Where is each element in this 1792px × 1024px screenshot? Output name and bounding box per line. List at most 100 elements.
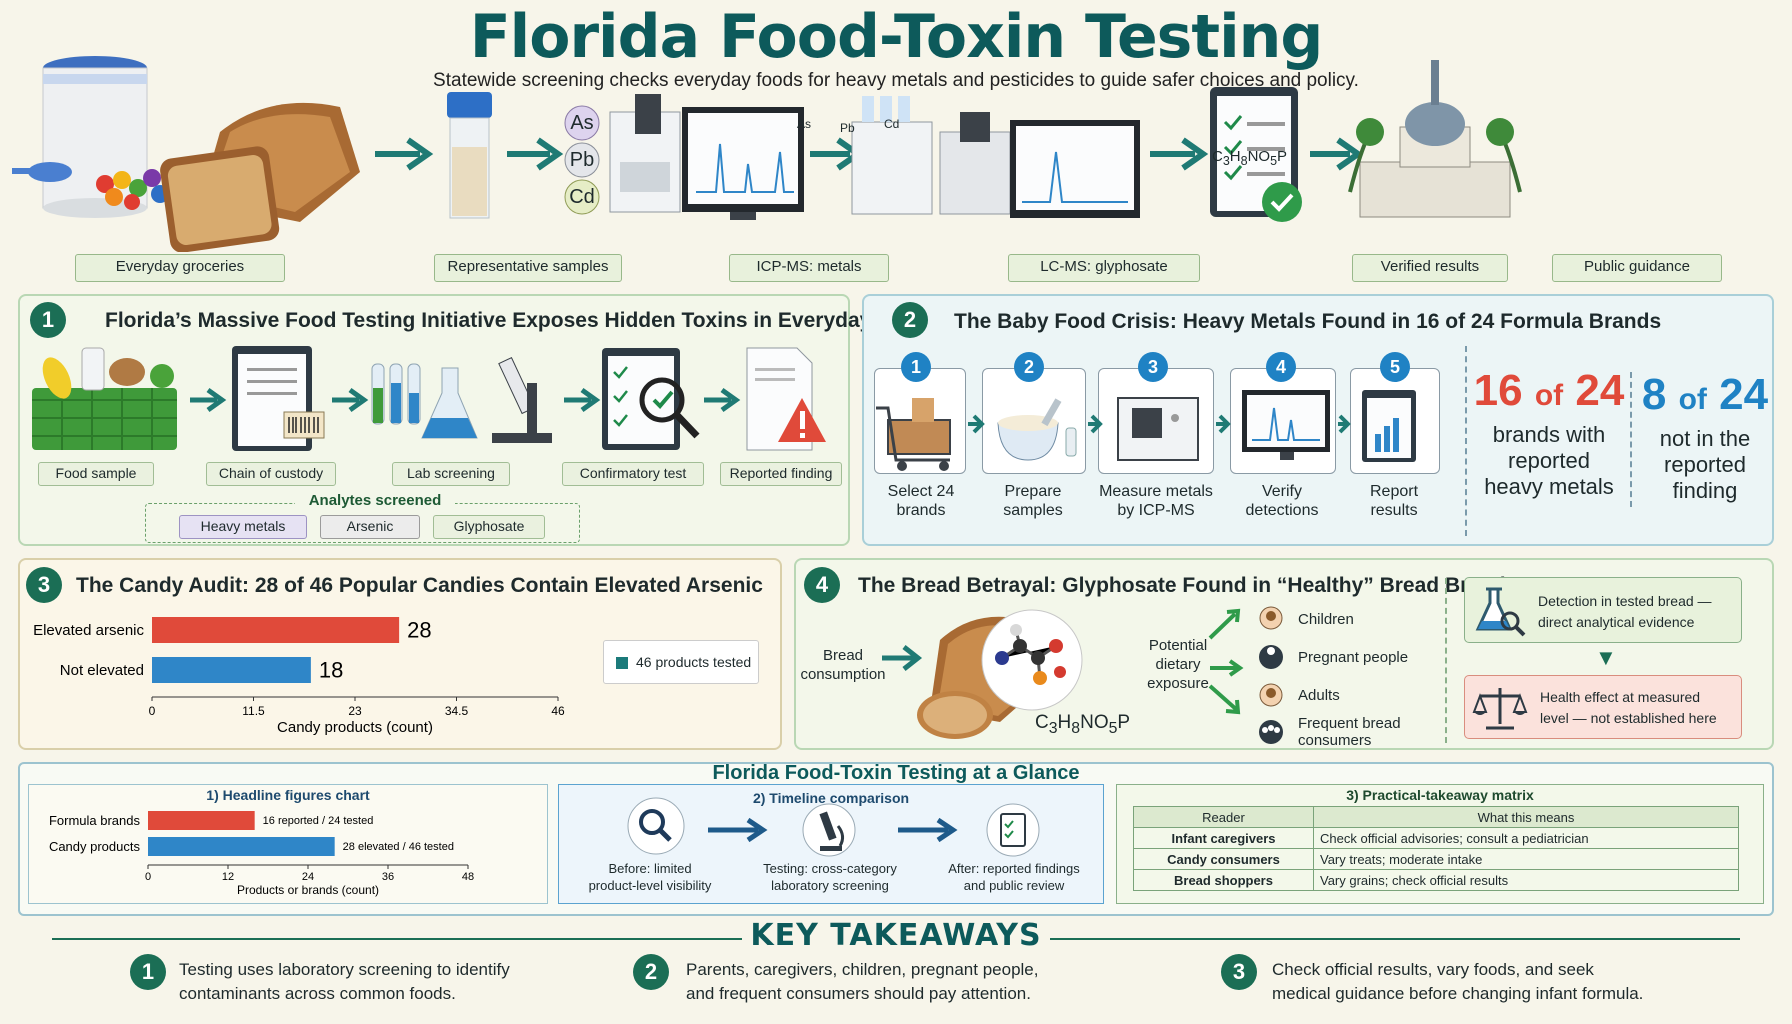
arrow-icon: [898, 817, 958, 843]
stat2-total: 24: [1719, 370, 1769, 419]
p1-step-confirmatory-test: Confirmatory test: [562, 462, 704, 486]
grocery-basket-icon: [32, 347, 177, 450]
verified-clipboard-icon: [1210, 87, 1302, 222]
stat2-of: of: [1678, 383, 1707, 416]
glyphosate-formula-monitor: C3H8NO5P: [1212, 148, 1288, 168]
child-icon: [1259, 606, 1283, 630]
p2-divider-2: [1630, 372, 1632, 507]
arrow-icon: [1150, 137, 1209, 171]
formula-bowl-icon: [997, 398, 1077, 461]
arrow-icon: [190, 387, 227, 413]
category-label: Candy products: [49, 839, 141, 854]
x-tick-label: 48: [462, 871, 474, 883]
arrow-icon: [1216, 414, 1231, 434]
flask-magnifier-icon: [1475, 587, 1526, 637]
takeaway-3: Check official results, vary foods, and …: [1272, 960, 1644, 1003]
adult-icon: [1259, 683, 1283, 707]
matrix-meaning: Check official advisories; consult a ped…: [1313, 827, 1739, 849]
report-clipboard-icon: [1362, 390, 1416, 462]
bar-value-label: 28: [407, 617, 431, 642]
stage-public-guidance: Public guidance: [1552, 254, 1722, 282]
p2-step-num-2: 2: [1014, 352, 1044, 382]
candy-legend: 46 products tested: [603, 640, 759, 684]
panel-2-number: 2: [892, 302, 928, 338]
x-tick-label: 36: [382, 871, 394, 883]
process-flow-illustration: [12, 56, 1522, 252]
matrix-meaning: Vary grains; check official results: [1313, 869, 1739, 891]
bar-value-label: 16 reported / 24 tested: [263, 815, 374, 827]
category-label: Not elevated: [60, 662, 144, 679]
icp-ms-machine-icon: [1117, 397, 1199, 461]
x-tick-label: 34.5: [445, 704, 469, 718]
page-title: Florida Food-Toxin Testing: [469, 2, 1324, 72]
timeline-illustration: [627, 797, 1040, 857]
x-axis-label: Products or brands (count): [237, 883, 379, 897]
measuring-scoop-icon: [12, 162, 72, 182]
x-tick-label: 24: [302, 871, 314, 883]
takeaways-rule-left: [52, 938, 742, 940]
element-as: As: [570, 112, 594, 134]
stat-8-of-24: 8 of 24: [1634, 370, 1776, 420]
spectrum-label-pb: Pb: [840, 121, 855, 135]
p2-step-num-1: 1: [901, 352, 931, 382]
p1-step-chain-of-custody: Chain of custody: [206, 462, 336, 486]
panel-2-title: The Baby Food Crisis: Heavy Metals Found…: [954, 310, 1662, 333]
matrix-reader: Infant caregivers: [1133, 827, 1314, 849]
arrow-icon: [704, 387, 741, 413]
p2-divider: [1465, 346, 1467, 536]
matrix-meaning: Vary treats; moderate intake: [1313, 848, 1739, 870]
matrix-reader: Candy consumers: [1133, 848, 1314, 870]
analyte-glyphosate: Glyphosate: [433, 515, 545, 539]
stat-16-of-24: 16 of 24: [1470, 366, 1628, 416]
matrix-title: 3) Practical-takeaway matrix: [1346, 787, 1534, 803]
lc-ms-instrument-icon: [851, 96, 1011, 215]
bread-loaf-icon: [160, 102, 360, 252]
group-children: Children: [1298, 611, 1354, 628]
shopping-cart-icon: [876, 398, 951, 471]
bar: [152, 657, 311, 683]
takeaway-number-2: 2: [633, 954, 669, 990]
evidence-text: Detection in tested bread —direct analyt…: [1538, 593, 1712, 630]
arrow-icon: [507, 137, 564, 171]
arrow-icon: [810, 137, 864, 171]
arrow-icon: [882, 645, 923, 671]
p1-step-food-sample: Food sample: [38, 462, 154, 486]
x-tick-label: 0: [149, 704, 156, 718]
x-axis-label: Candy products (count): [277, 719, 433, 736]
p4-divider: [1445, 578, 1447, 743]
takeaway-matrix: Reader What this means Infant caregivers…: [1133, 806, 1739, 891]
stage-representative-samples: Representative samples: [434, 254, 622, 282]
element-badges: [564, 105, 600, 215]
panel-1-number: 1: [30, 302, 66, 338]
element-pb: Pb: [569, 149, 595, 171]
x-tick-label: 46: [551, 704, 565, 718]
evidence-box: [1464, 577, 1742, 643]
bread-exposure-illustration: [882, 608, 1244, 739]
x-tick-label: 23: [348, 704, 362, 718]
takeaway-2: Parents, caregivers, children, pregnant …: [686, 960, 1039, 1003]
p2-step-num-4: 4: [1266, 352, 1296, 382]
detection-monitor-icon: [1242, 390, 1330, 460]
report-clipboard-icon: [986, 803, 1040, 857]
capitol-building-icon: [1348, 60, 1522, 218]
element-cd: Cd: [569, 186, 595, 208]
microscope-icon: [492, 357, 552, 443]
takeaway-1: Testing uses laboratory screening to ide…: [179, 960, 510, 1003]
group-pregnant-people: Pregnant people: [1298, 649, 1409, 666]
chromatogram-monitor-icon: [1010, 120, 1140, 218]
legend-swatch: [616, 657, 628, 669]
panel-1-steps-illustration: [32, 346, 826, 451]
bar-value-label: 18: [319, 657, 343, 682]
exposure-arrows: [1208, 608, 1244, 715]
candy-legend-label: 46 products tested: [636, 654, 752, 670]
glyphosate-molecule-icon: [981, 609, 1083, 711]
